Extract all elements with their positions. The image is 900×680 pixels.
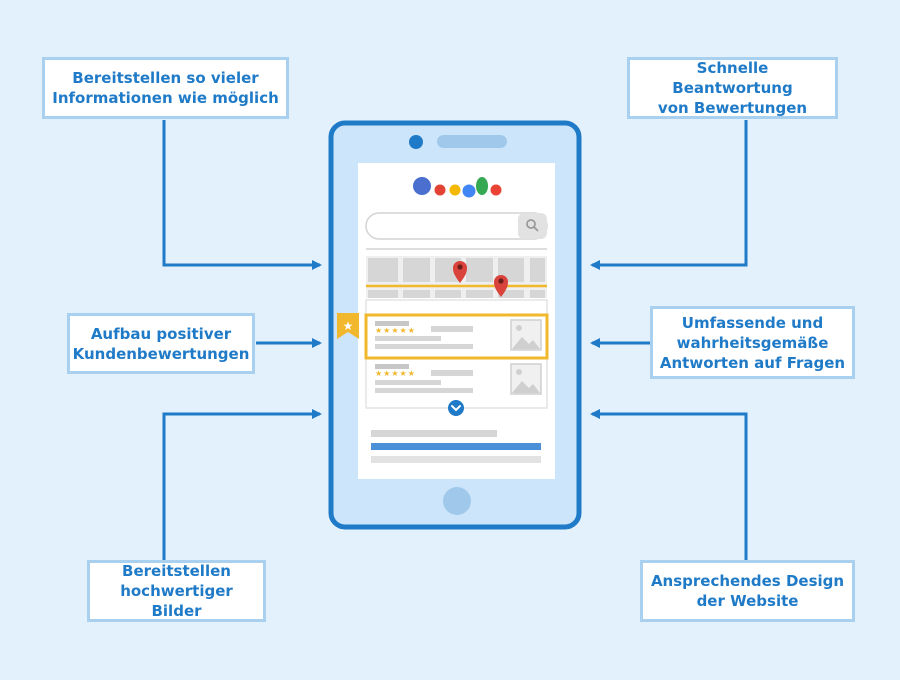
- home-button-icon: [443, 487, 471, 515]
- content-bar-blue: [371, 443, 541, 450]
- map-pin-icon: [453, 261, 467, 283]
- logo-dot: [476, 177, 488, 195]
- label-text: Umfassende und wahrheitsgemäße Antworten…: [659, 313, 846, 372]
- image-icon: [510, 319, 542, 351]
- label-box-middle-left: Aufbau positiver Kundenbewertungen: [67, 313, 255, 374]
- connector-bottom-left: [162, 409, 322, 560]
- connector-top-right: [590, 120, 748, 270]
- search-icon: [526, 219, 539, 232]
- label-box-middle-right: Umfassende und wahrheitsgemäße Antworten…: [650, 306, 855, 379]
- label-text: Aufbau positiver Kundenbewertungen: [72, 324, 250, 363]
- result-item-highlighted[interactable]: ★★★★★: [364, 313, 549, 360]
- bookmark-star-icon: ★: [337, 313, 359, 339]
- logo-dot: [434, 184, 446, 196]
- phone-camera: [409, 135, 423, 149]
- connectors: [162, 120, 748, 560]
- connector-bottom-right: [590, 409, 748, 560]
- label-box-top-left: Bereitstellen so vieler Informationen wi…: [42, 57, 289, 119]
- svg-text:★: ★: [343, 319, 354, 333]
- result-item[interactable]: ★★★★★: [375, 363, 542, 395]
- logo-dot: [462, 184, 476, 198]
- label-box-bottom-right: Ansprechendes Design der Website: [640, 560, 855, 622]
- label-text: Bereitstellen so vieler Informationen wi…: [52, 69, 279, 107]
- image-icon: [510, 363, 542, 395]
- connector-top-left: [162, 120, 322, 270]
- label-box-bottom-left: Bereitstellen hochwertiger Bilder: [87, 560, 266, 622]
- logo-dot: [449, 184, 461, 196]
- search-button[interactable]: [518, 213, 547, 239]
- logo-dot: [490, 184, 502, 196]
- rating-stars: ★★★★★: [375, 369, 416, 378]
- rating-stars: ★★★★★: [375, 326, 416, 335]
- chevron-down-icon[interactable]: [448, 400, 464, 416]
- content-line: [371, 430, 497, 437]
- label-text: Schnelle Beantwortung von Bewertungen: [657, 59, 808, 117]
- label-box-top-right: Schnelle Beantwortung von Bewertungen: [627, 57, 838, 119]
- map-pin-icon: [494, 275, 508, 297]
- search-logo: [413, 177, 502, 198]
- label-text: Bereitstellen hochwertiger Bilder: [120, 562, 233, 620]
- phone-speaker: [437, 135, 507, 148]
- smartphone-illustration: ★★★★★ ★ ★★★★★: [328, 120, 582, 530]
- content-line: [371, 456, 541, 463]
- label-text: Ansprechendes Design der Website: [650, 572, 845, 610]
- logo-dot: [413, 177, 431, 195]
